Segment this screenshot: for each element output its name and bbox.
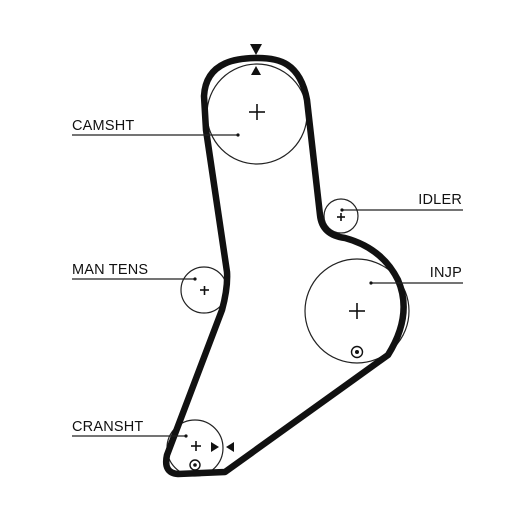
- triangle-marker-icon: [211, 442, 219, 452]
- triangle-marker-icon: [250, 44, 262, 55]
- label-idler: IDLER: [418, 192, 462, 208]
- injection-pump-pulley: [304, 258, 410, 364]
- leader-dots: [184, 133, 373, 438]
- plus-icon: [337, 213, 345, 221]
- plus-icon: [349, 303, 365, 319]
- triangle-marker-icon: [251, 66, 261, 75]
- plus-icon: [200, 286, 209, 295]
- label-camsht: CAMSHT: [72, 118, 134, 134]
- circle-dot-icon: [350, 345, 364, 359]
- leader-lines: [72, 134, 463, 437]
- timing-belt: [162, 54, 407, 478]
- timing-mark-crankshaft: [211, 442, 234, 452]
- idler-pulley: [323, 198, 359, 234]
- pulley-centers: [191, 104, 365, 451]
- label-cransht: CRANSHT: [72, 419, 144, 435]
- triangle-marker-icon: [226, 442, 234, 452]
- label-man-tens: MAN TENS: [72, 262, 148, 278]
- timing-mark-camshaft: [250, 44, 262, 75]
- label-injp: INJP: [430, 265, 462, 281]
- circle-dot-icon: [189, 459, 201, 471]
- plus-icon: [191, 441, 201, 451]
- plus-icon: [249, 104, 265, 120]
